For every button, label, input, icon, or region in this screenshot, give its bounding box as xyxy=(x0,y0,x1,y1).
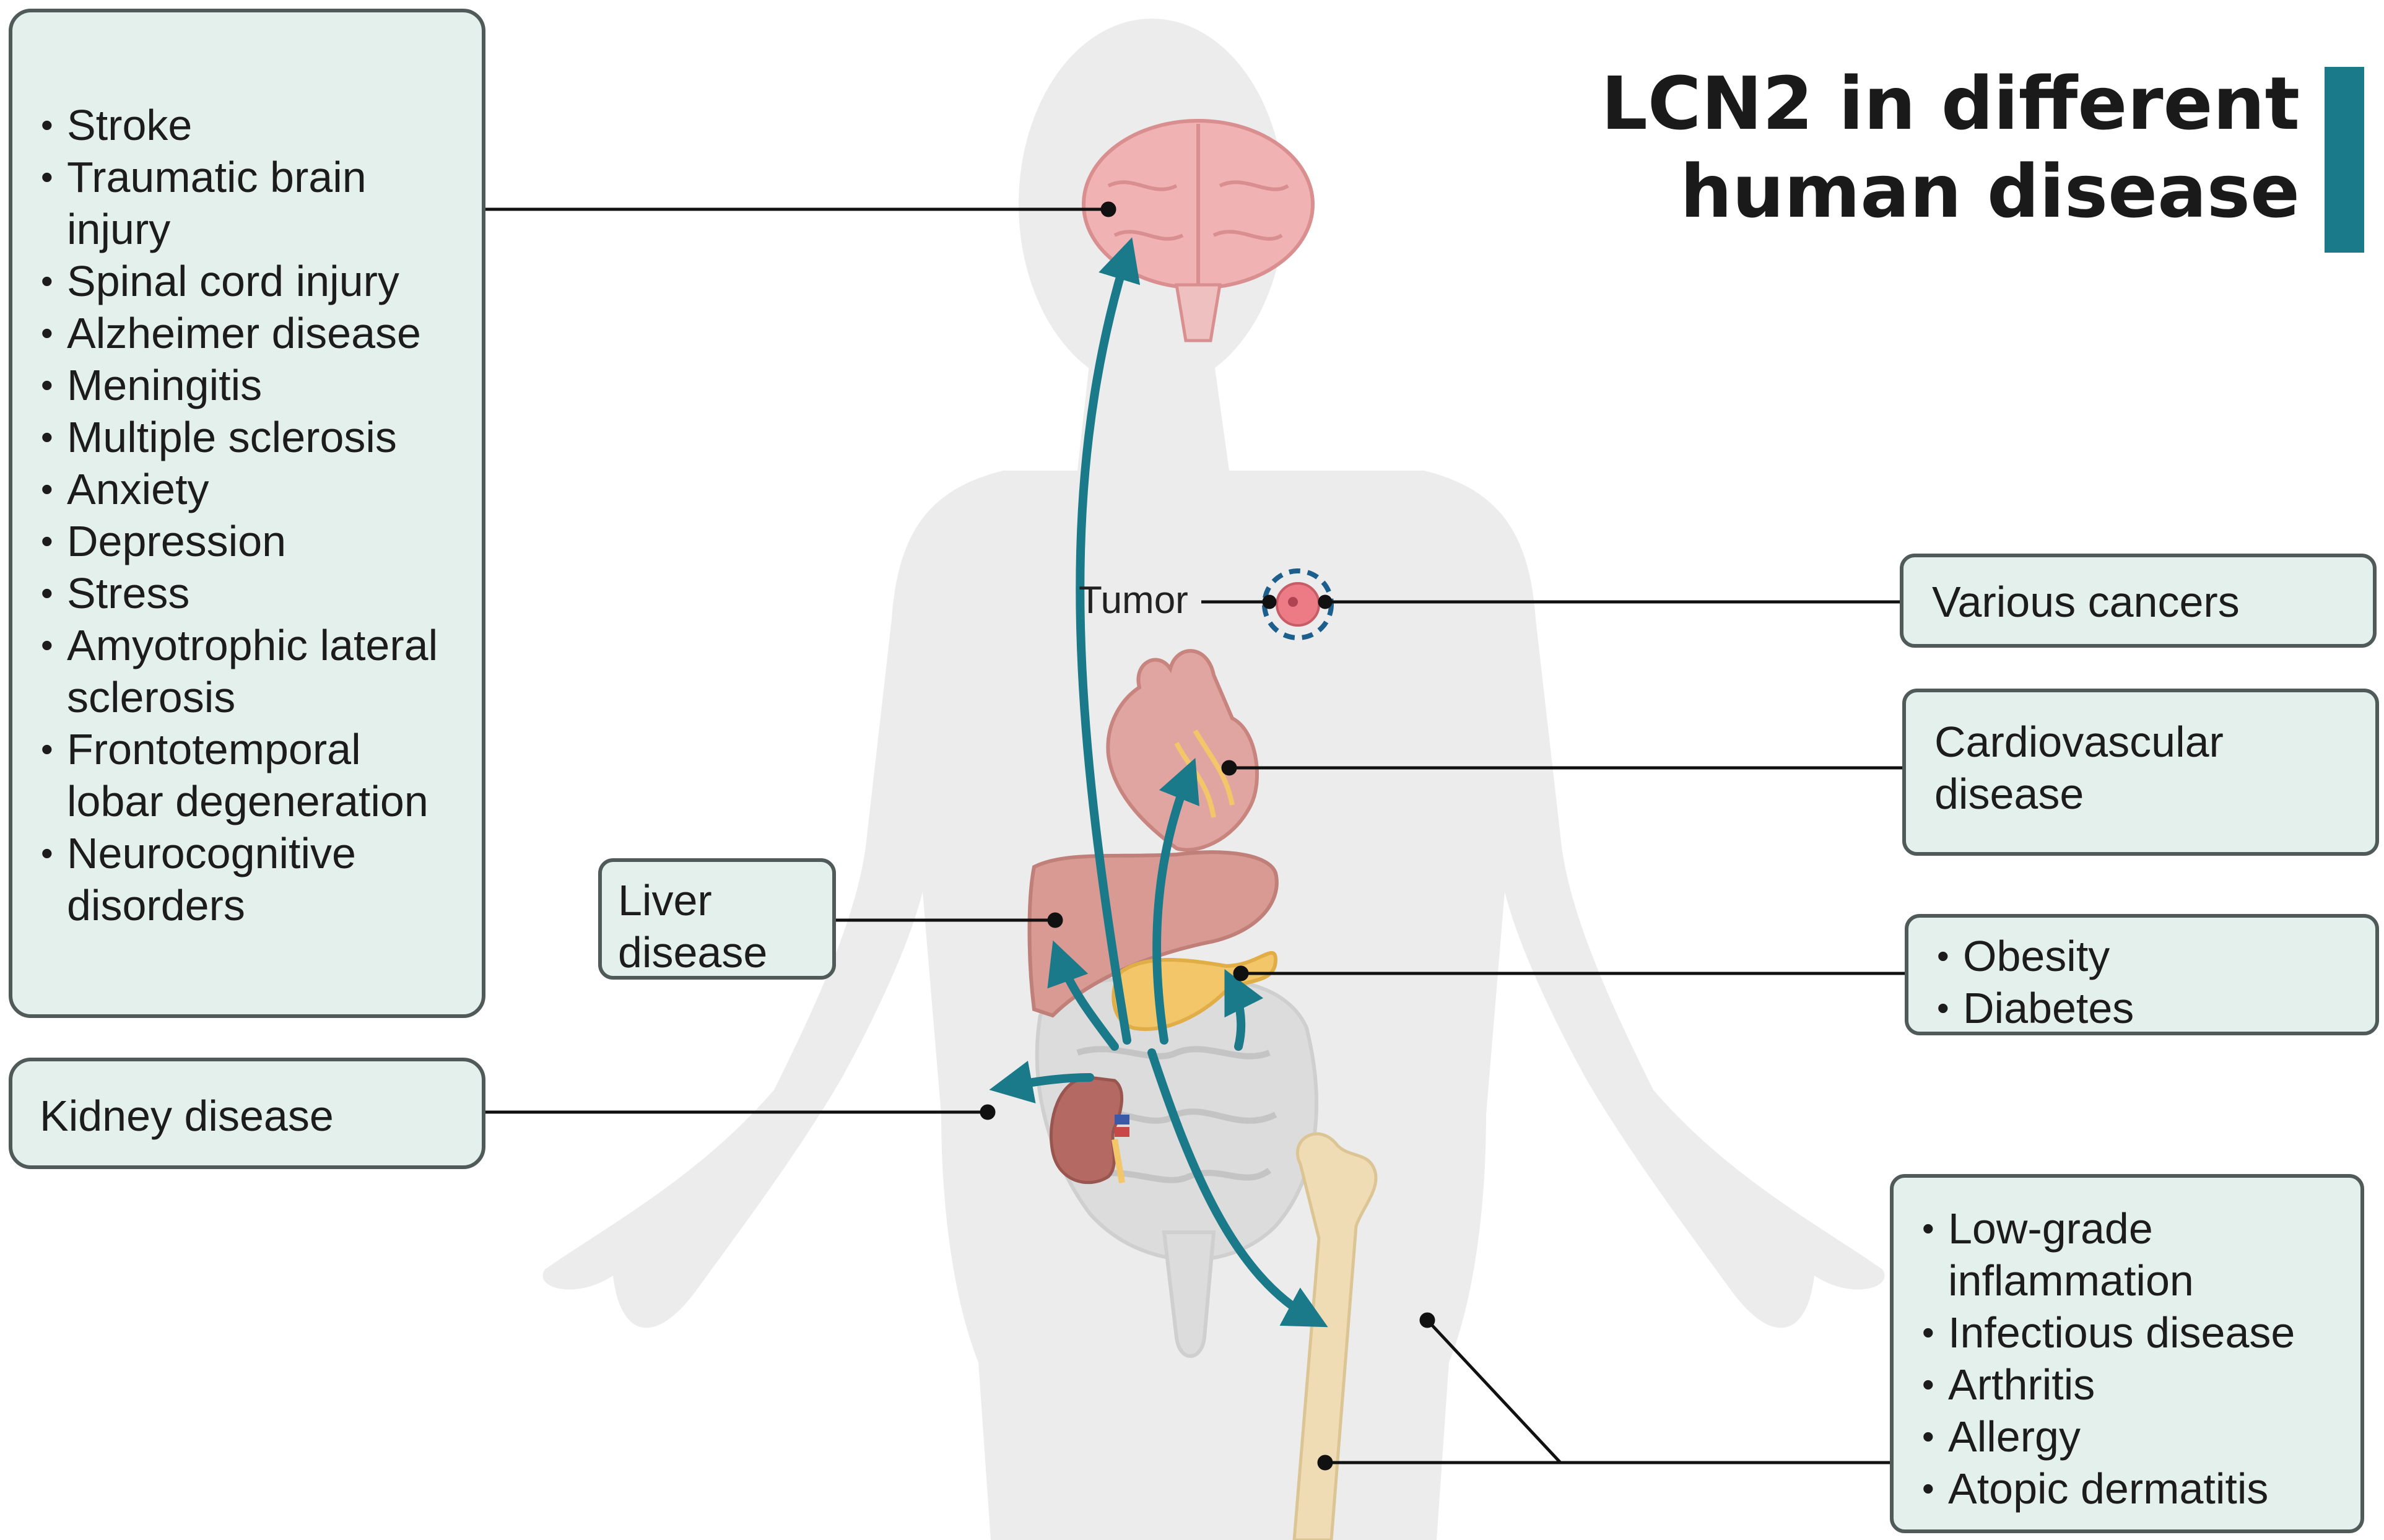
list-item: Anxiety xyxy=(40,463,455,515)
arrow-to-pancreas xyxy=(1224,968,1264,1051)
cardiovascular-disease-label: Cardiovascular disease xyxy=(1934,718,2224,818)
brain-icon xyxy=(1082,119,1315,342)
neurological-disease-box: Stroke Traumatic brain injury Spinal cor… xyxy=(9,9,485,1018)
list-item: Alzheimer disease xyxy=(40,307,455,359)
arrow-to-heart xyxy=(1152,757,1199,1045)
flow-arrows xyxy=(989,237,1328,1328)
liver-disease-label: Liver disease xyxy=(618,876,768,977)
list-item: Infectious disease xyxy=(1921,1307,2333,1359)
list-item: Stress xyxy=(40,567,455,619)
list-item: Frontotemporal lobar degeneration xyxy=(40,723,455,827)
systemic-disease-box: Low-grade inflammation Infectious diseas… xyxy=(1890,1174,2364,1533)
kidney-disease-label: Kidney disease xyxy=(40,1092,334,1140)
list-item: Neurocognitive disorders xyxy=(40,827,455,931)
metabolic-disease-box: Obesity Diabetes xyxy=(1905,914,2379,1035)
kidney-icon xyxy=(1050,1076,1129,1185)
arrow-to-bone xyxy=(1147,1048,1328,1328)
arrow-to-kidney xyxy=(989,1061,1094,1103)
list-item: Atopic dermatitis xyxy=(1921,1463,2333,1515)
list-item: Allergy xyxy=(1921,1411,2333,1463)
arrow-to-brain xyxy=(1076,237,1141,1045)
systemic-disease-list: Low-grade inflammation Infectious diseas… xyxy=(1921,1203,2333,1515)
neurological-disease-list: Stroke Traumatic brain injury Spinal cor… xyxy=(40,99,455,931)
figure-title: LCN2 in different human disease xyxy=(1601,59,2300,235)
list-item: Spinal cord injury xyxy=(40,255,455,307)
list-item: Depression xyxy=(40,515,455,567)
heart-icon xyxy=(1106,649,1259,852)
list-item: Low-grade inflammation xyxy=(1921,1203,2333,1307)
metabolic-disease-list: Obesity Diabetes xyxy=(1936,930,2348,1034)
connector-lines xyxy=(484,201,1906,1471)
title-line-1: LCN2 in different xyxy=(1601,61,2300,146)
list-item: Stroke xyxy=(40,99,455,151)
cardiovascular-disease-box: Cardiovascular disease xyxy=(1902,689,2379,856)
list-item: Obesity xyxy=(1936,930,2348,982)
title-accent-bar xyxy=(2325,67,2364,253)
list-item: Multiple sclerosis xyxy=(40,411,455,463)
list-item: Amyotrophic lateral sclerosis xyxy=(40,619,455,723)
various-cancers-box: Various cancers xyxy=(1900,554,2377,648)
arrow-to-liver xyxy=(1047,940,1119,1051)
list-item: Arthritis xyxy=(1921,1359,2333,1411)
list-item: Meningitis xyxy=(40,359,455,411)
list-item: Diabetes xyxy=(1936,982,2348,1034)
various-cancers-label: Various cancers xyxy=(1932,578,2240,626)
bone-icon xyxy=(1292,1132,1378,1540)
kidney-disease-box: Kidney disease xyxy=(9,1058,485,1169)
liver-disease-box: Liver disease xyxy=(598,858,836,980)
tumor-label: Tumor xyxy=(1079,579,1188,622)
title-line-2: human disease xyxy=(1680,149,2300,234)
list-item: Traumatic brain injury xyxy=(40,151,455,255)
